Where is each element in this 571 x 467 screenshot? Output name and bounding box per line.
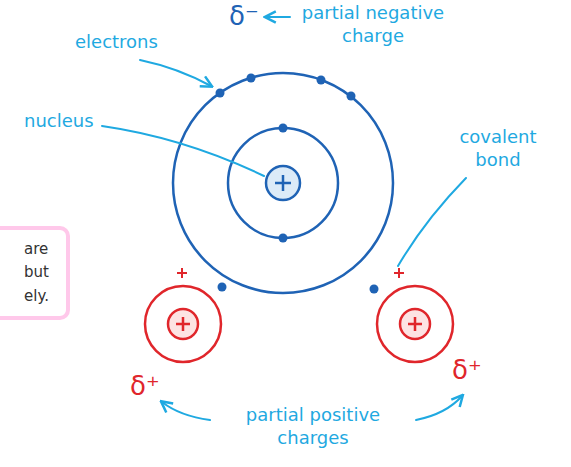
leader-line [102, 126, 264, 176]
hydrogen-shell [377, 286, 453, 362]
oxygen-nucleus [266, 166, 300, 200]
hydrogen-nucleus [168, 309, 198, 339]
note-text: are but ely. [24, 238, 64, 308]
callout-label: covalent bond [446, 126, 550, 171]
leader-line [398, 178, 466, 266]
plus-symbol [176, 317, 190, 331]
plus-symbol [275, 175, 291, 191]
inner-shell [228, 128, 338, 238]
callout-label: partial positive charges [213, 404, 413, 449]
leader-arrow [162, 402, 210, 420]
leader-arrow [140, 60, 211, 86]
callout-label: electrons [75, 31, 158, 54]
charge-symbol: δ⁺ [452, 354, 482, 387]
hydrogen-shell [145, 286, 221, 362]
callout-label: nucleus [24, 110, 94, 133]
note-box: are but ely. [0, 226, 70, 320]
charge-symbol: δ⁺ [130, 370, 160, 403]
leader-arrow [416, 396, 462, 420]
leader-arrow [266, 16, 290, 18]
callout-label: partial negative charge [292, 2, 454, 47]
plus-symbol [394, 268, 404, 278]
charge-symbol: δ⁻ [229, 0, 259, 33]
hydrogen-nucleus [400, 309, 430, 339]
outer-shell [173, 73, 393, 293]
plus-symbol [177, 268, 187, 278]
plus-symbol [408, 317, 422, 331]
electron-dots [216, 74, 379, 294]
